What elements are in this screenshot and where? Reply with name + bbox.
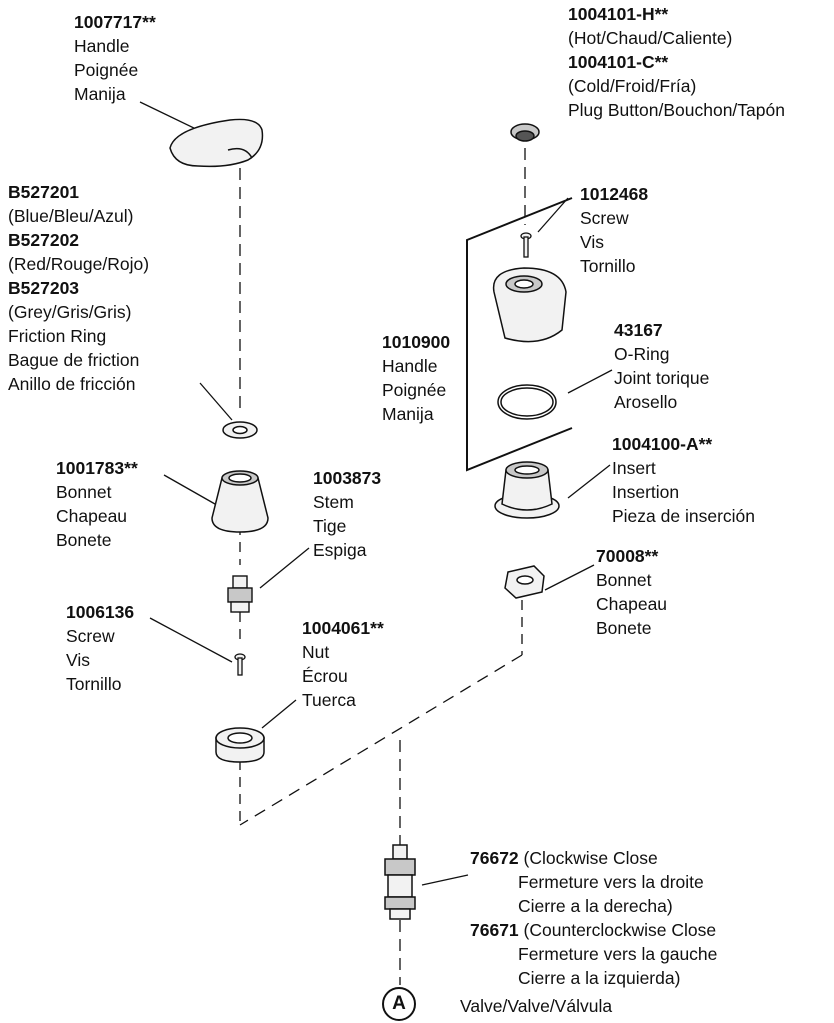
label-screw-right: 1012468 Screw Vis Tornillo xyxy=(580,182,648,278)
label-line: Manija xyxy=(74,84,126,104)
label-line: Tornillo xyxy=(66,674,122,694)
label-line: Insert xyxy=(612,458,656,478)
part-number: 70008** xyxy=(596,546,659,566)
label-line: Valve/Valve/Válvula xyxy=(460,996,613,1016)
label-line: Joint torique xyxy=(614,368,710,388)
label-stem: 1003873 Stem Tige Espiga xyxy=(313,466,381,562)
label-valve: 76672 (Clockwise Close Fermeture vers la… xyxy=(470,846,717,990)
label-o-ring: 43167 O-Ring Joint torique Arosello xyxy=(614,318,709,414)
label-line: Tornillo xyxy=(580,256,636,276)
label-line: Handle xyxy=(74,36,130,56)
right-screw-part xyxy=(520,232,532,258)
part-number: 1007717** xyxy=(74,12,156,32)
label-line: Chapeau xyxy=(596,594,668,614)
valve-part xyxy=(384,844,416,920)
nut-part xyxy=(215,727,265,763)
callout-a: A xyxy=(382,987,416,1021)
label-friction-ring: B527201 (Blue/Bleu/Azul) B527202 (Red/Ro… xyxy=(8,180,149,396)
part-number: 1012468 xyxy=(580,184,649,204)
part-number: 1004100-A** xyxy=(612,434,713,454)
assembly-bracket xyxy=(466,197,573,472)
label-nut: 1004061** Nut Écrou Tuerca xyxy=(302,616,384,712)
label-line: Bonete xyxy=(56,530,112,550)
valve-cw-row: 76672 (Clockwise Close xyxy=(470,846,717,870)
label-line: Nut xyxy=(302,642,330,662)
part-number: 1004101-C** xyxy=(568,52,669,72)
label-line: Pieza de inserción xyxy=(612,506,755,526)
label-line: Bague de friction xyxy=(8,350,140,370)
label-line: Anillo de fricción xyxy=(8,374,136,394)
label-line: O-Ring xyxy=(614,344,670,364)
insert-part xyxy=(494,461,560,519)
part-number: 1004061** xyxy=(302,618,384,638)
label-line: (Cold/Froid/Fría) xyxy=(568,76,697,96)
label-line: Fermeture vers la droite xyxy=(518,872,704,892)
label-line: Arosello xyxy=(614,392,678,412)
part-number: B527203 xyxy=(8,278,80,298)
label-insert: 1004100-A** Insert Insertion Pieza de in… xyxy=(612,432,755,528)
part-number: 76672 xyxy=(470,848,519,868)
part-number: 1001783** xyxy=(56,458,138,478)
label-line: Insertion xyxy=(612,482,680,502)
part-number: 1006136 xyxy=(66,602,135,622)
label-bonnet-left: 1001783** Bonnet Chapeau Bonete xyxy=(56,456,138,552)
label-line: (Hot/Chaud/Caliente) xyxy=(568,28,733,48)
label-line: Manija xyxy=(382,404,434,424)
label-line: Tige xyxy=(313,516,347,536)
left-handle-part xyxy=(169,118,264,168)
label-valve-name: Valve/Valve/Válvula xyxy=(460,994,612,1018)
label-line: Écrou xyxy=(302,666,348,686)
label-line: Screw xyxy=(66,626,115,646)
stem-part xyxy=(227,575,253,613)
label-line: Bonete xyxy=(596,618,652,638)
label-line: (Red/Rouge/Rojo) xyxy=(8,254,150,274)
right-handle-part xyxy=(492,267,567,343)
label-handle-left: 1007717** Handle Poignée Manija xyxy=(74,10,156,106)
left-screw-part xyxy=(234,653,246,676)
label-handle-right: 1010900 Handle Poignée Manija xyxy=(382,330,450,426)
label-line: Cierre a la derecha) xyxy=(518,896,673,916)
left-bonnet-part xyxy=(211,470,269,533)
part-number: 76671 xyxy=(470,920,519,940)
label-line: Chapeau xyxy=(56,506,128,526)
label-line: (Counterclockwise Close xyxy=(523,920,717,940)
right-bonnet-part xyxy=(504,565,545,599)
label-line: Vis xyxy=(580,232,604,252)
label-line: Screw xyxy=(580,208,629,228)
part-number: 1003873 xyxy=(313,468,382,488)
label-bonnet-right: 70008** Bonnet Chapeau Bonete xyxy=(596,544,667,640)
o-ring-part xyxy=(497,384,557,420)
friction-ring-part xyxy=(222,421,258,439)
label-line: Poignée xyxy=(74,60,139,80)
valve-ccw-row: 76671 (Counterclockwise Close xyxy=(470,918,717,942)
part-number: B527202 xyxy=(8,230,80,250)
label-line: Friction Ring xyxy=(8,326,107,346)
label-screw-left: 1006136 Screw Vis Tornillo xyxy=(66,600,134,696)
label-line: (Clockwise Close xyxy=(523,848,658,868)
label-line: Stem xyxy=(313,492,354,512)
label-line: Poignée xyxy=(382,380,447,400)
label-line: Bonnet xyxy=(596,570,652,590)
label-line: Tuerca xyxy=(302,690,356,710)
part-number: B527201 xyxy=(8,182,80,202)
label-line: Plug Button/Bouchon/Tapón xyxy=(568,100,785,120)
label-line: Vis xyxy=(66,650,90,670)
label-line: (Grey/Gris/Gris) xyxy=(8,302,132,322)
label-line: (Blue/Bleu/Azul) xyxy=(8,206,134,226)
part-number: 43167 xyxy=(614,320,663,340)
label-line: Bonnet xyxy=(56,482,112,502)
label-line: Espiga xyxy=(313,540,367,560)
label-plug-button: 1004101-H** (Hot/Chaud/Caliente) 1004101… xyxy=(568,2,785,122)
label-line: Handle xyxy=(382,356,438,376)
plug-button-part xyxy=(510,123,540,142)
part-number: 1010900 xyxy=(382,332,451,352)
part-number: 1004101-H** xyxy=(568,4,669,24)
label-line: Fermeture vers la gauche xyxy=(518,944,718,964)
label-line: Cierre a la izquierda) xyxy=(518,968,681,988)
